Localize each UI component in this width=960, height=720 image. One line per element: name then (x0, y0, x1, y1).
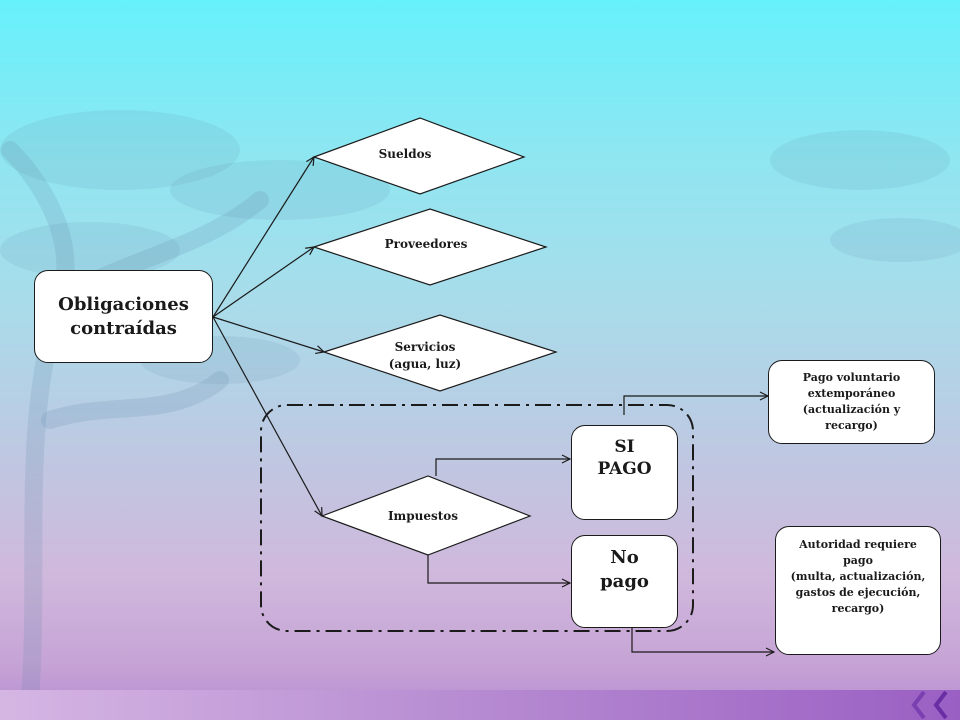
node-autoridad-line-5: recargo) (831, 602, 885, 615)
node-voluntario-line-4: recargo) (825, 419, 878, 432)
bottom-bar (0, 690, 960, 720)
node-obligaciones: Obligaciones contraídas (34, 270, 213, 363)
edge-no-pago-autoridad (631, 628, 774, 652)
impuestos-group-frame (260, 404, 694, 632)
node-obligaciones-line-1: Obligaciones (58, 293, 189, 315)
diamond-impuestos (320, 475, 532, 556)
node-autoridad-line-1: Autoridad requiere (799, 538, 917, 551)
node-autoridad: Autoridad requiere pago (multa, actualiz… (775, 526, 941, 655)
diamond-sueldos (312, 117, 526, 195)
chevron-left-icon-2 (933, 690, 948, 720)
node-autoridad-line-2: pago (843, 554, 873, 567)
label-sueldos-text: Sueldos (378, 146, 432, 161)
edge-root-sueldos (212, 157, 314, 318)
node-no-pago-line-1: No (610, 547, 639, 568)
edge-root-impuestos (212, 316, 322, 516)
node-obligaciones-line-2: contraídas (70, 317, 177, 339)
chevron-left-icon (911, 690, 926, 720)
label-sueldos: Sueldos (350, 144, 460, 164)
node-si-pago: SI PAGO (571, 425, 678, 520)
label-impuestos-text: Impuestos (387, 508, 459, 523)
edge-si-pago-voluntario (623, 396, 768, 415)
diamond-servicios (322, 314, 558, 392)
node-autoridad-line-4: gastos de ejecución, (795, 586, 921, 599)
edge-impuestos-si-pago (435, 459, 570, 476)
label-servicios-line-2: (agua, luz) (388, 357, 462, 371)
node-voluntario-line-1: Pago voluntario (802, 371, 901, 384)
label-proveedores: Proveedores (366, 234, 486, 254)
edge-root-servicios (212, 316, 324, 352)
diamond-proveedores (312, 208, 548, 286)
node-si-pago-line-1: SI (614, 437, 635, 457)
edge-root-proveedores (212, 247, 314, 318)
label-servicios-line-1: Servicios (394, 340, 456, 354)
edge-impuestos-no-pago (427, 555, 570, 583)
label-proveedores-text: Proveedores (384, 236, 468, 251)
node-autoridad-line-3: (multa, actualización, (790, 570, 926, 583)
node-pago-voluntario: Pago voluntario extemporáneo (actualizac… (768, 360, 935, 444)
node-voluntario-line-3: (actualización y (802, 403, 901, 416)
node-no-pago: No pago (571, 535, 678, 628)
node-si-pago-line-2: PAGO (597, 459, 652, 479)
node-no-pago-line-2: pago (600, 571, 649, 592)
label-impuestos: Impuestos (363, 506, 483, 526)
label-servicios: Servicios (agua, luz) (365, 337, 485, 375)
node-voluntario-line-2: extemporáneo (807, 387, 896, 400)
